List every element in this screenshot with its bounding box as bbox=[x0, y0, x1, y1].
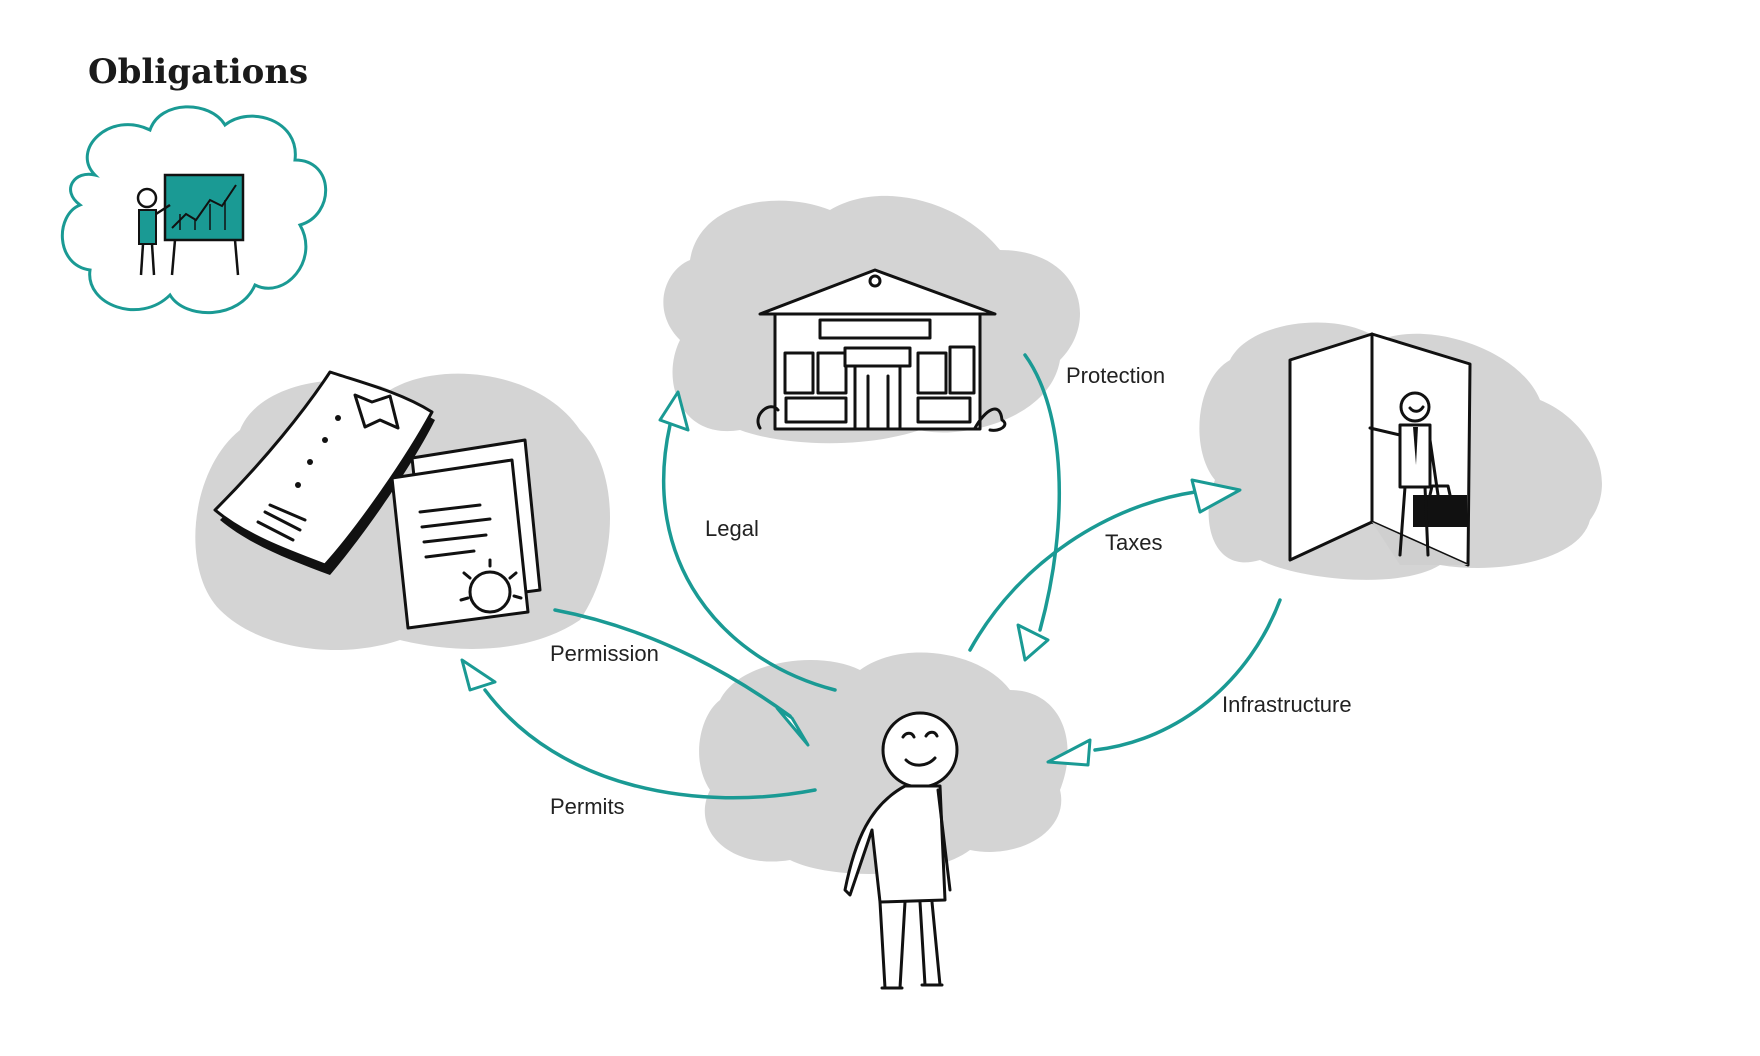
government-building-icon bbox=[756, 268, 1007, 432]
businessman-door-icon bbox=[1288, 332, 1472, 567]
presenter-chart-icon bbox=[60, 105, 328, 315]
diagram-title: Obligations bbox=[88, 52, 309, 92]
edge-taxes bbox=[968, 478, 1242, 652]
edge-permits bbox=[460, 658, 817, 800]
label-legal: Legal bbox=[705, 516, 759, 541]
edge-protection bbox=[1016, 353, 1062, 662]
person-cloud bbox=[699, 652, 1068, 874]
label-permission: Permission bbox=[550, 641, 659, 666]
edge-permission bbox=[553, 608, 810, 747]
label-permits: Permits bbox=[550, 794, 625, 819]
label-taxes: Taxes bbox=[1105, 530, 1162, 555]
label-protection: Protection bbox=[1066, 363, 1165, 388]
edge-legal bbox=[658, 390, 837, 692]
edge-infrastructure bbox=[1046, 598, 1282, 767]
label-infrastructure: Infrastructure bbox=[1222, 692, 1352, 717]
documents-icon bbox=[213, 370, 542, 630]
person-icon bbox=[843, 711, 959, 990]
